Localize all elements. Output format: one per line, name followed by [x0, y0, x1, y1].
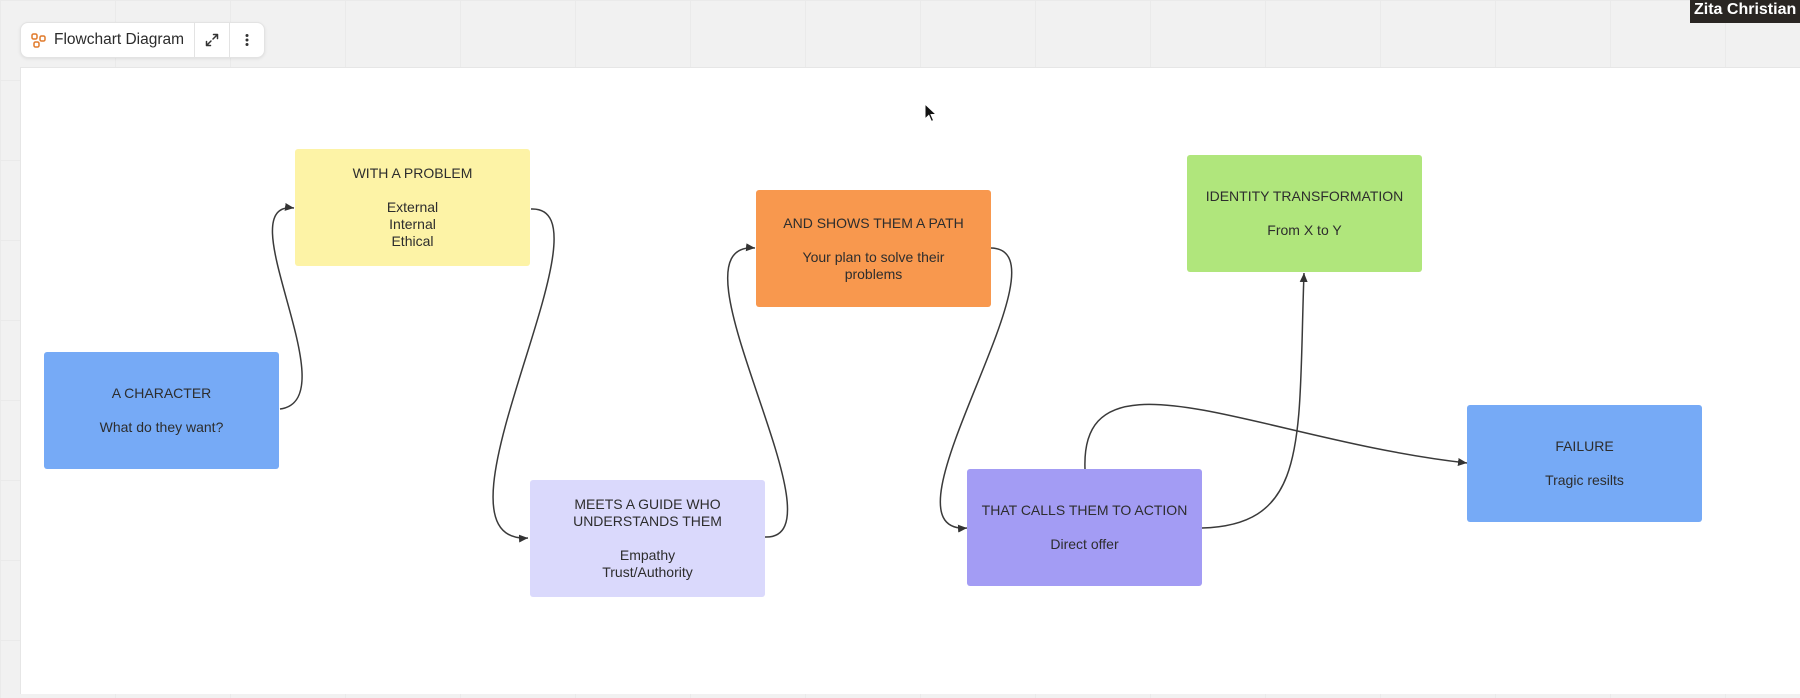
participant-video-tile: Zita Christian [1690, 0, 1800, 23]
diagram-toolbar: Flowchart Diagram [20, 22, 266, 58]
node-calls-them-to-action[interactable]: THAT CALLS THEM TO ACTION Direct offer [967, 469, 1202, 586]
node-title: FAILURE [1555, 438, 1614, 454]
more-options-button[interactable] [230, 23, 264, 57]
node-meets-a-guide[interactable]: MEETS A GUIDE WHO UNDERSTANDS THEM Empat… [530, 480, 765, 597]
diagram-title-button[interactable]: Flowchart Diagram [21, 23, 194, 57]
toolbar-divider [229, 23, 231, 57]
node-title: MEETS A GUIDE WHO UNDERSTANDS THEM [573, 496, 722, 529]
node-shows-them-a-path[interactable]: AND SHOWS THEM A PATH Your plan to solve… [756, 190, 991, 307]
node-title: AND SHOWS THEM A PATH [783, 214, 964, 231]
node-title: IDENTITY TRANSFORMATION [1205, 188, 1404, 204]
node-title: A CHARACTER [111, 385, 212, 401]
diagram-canvas[interactable] [20, 67, 1800, 694]
flowchart-icon [31, 32, 46, 48]
toolbar-divider [194, 23, 196, 57]
expand-icon [205, 33, 219, 47]
node-body: Your plan to solve their problems [802, 248, 945, 282]
diagram-title: Flowchart Diagram [54, 31, 185, 48]
mouse-pointer-icon [924, 103, 938, 123]
node-body: What do they want? [99, 419, 224, 435]
node-title: WITH A PROBLEM [352, 165, 473, 181]
node-with-a-problem[interactable]: WITH A PROBLEM External Internal Ethical [295, 149, 530, 266]
node-identity-transformation[interactable]: IDENTITY TRANSFORMATION From X to Y [1187, 155, 1422, 272]
node-a-character[interactable]: A CHARACTER What do they want? [44, 352, 279, 469]
node-body: From X to Y [1267, 222, 1342, 238]
node-body: Direct offer [1050, 536, 1119, 552]
node-body: Tragic resilts [1545, 472, 1624, 488]
node-body: Empathy Trust/Authority [602, 547, 693, 580]
node-body: External Internal Ethical [386, 199, 439, 249]
node-title: THAT CALLS THEM TO ACTION [981, 502, 1188, 518]
node-failure[interactable]: FAILURE Tragic resilts [1467, 405, 1702, 522]
more-vertical-icon [245, 34, 249, 46]
participant-name: Zita Christian [1694, 1, 1797, 18]
expand-button[interactable] [195, 23, 229, 57]
